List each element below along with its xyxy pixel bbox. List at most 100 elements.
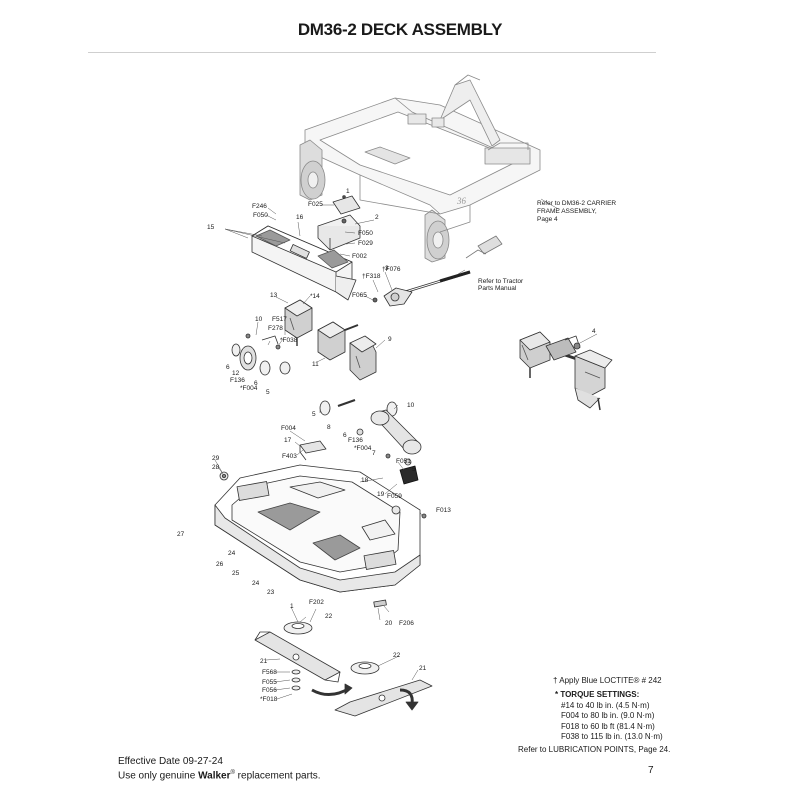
callout-f065: F065: [352, 292, 367, 299]
callout-f051: F051: [396, 458, 411, 465]
callout-f568: F568: [262, 669, 277, 676]
callout-6-left: 6: [226, 364, 230, 371]
gearbox-center-drawing: [317, 321, 377, 381]
carrier-frame-drawing: [299, 74, 541, 263]
callout-6-right: 6: [343, 432, 347, 439]
callout-5-right: 5: [412, 466, 416, 473]
callout-f013: F013: [436, 507, 451, 514]
callout-f278: F278: [268, 325, 283, 332]
genuine-prefix: Use only genuine: [118, 769, 199, 781]
frame-model-mark: 36: [456, 196, 467, 206]
callout-f038: *F038: [280, 337, 298, 344]
torque-heading: * TORQUE SETTINGS:: [555, 690, 640, 699]
genuine-suffix: replacement parts.: [234, 769, 321, 781]
mower-deck-drawing: [214, 464, 427, 608]
top-bracket-drawing: [317, 195, 361, 251]
ref-carrier-line3: Page 4: [537, 216, 558, 223]
callout-18: 18: [361, 477, 369, 484]
callout-19: 19: [377, 491, 385, 498]
callout-f206: F206: [399, 620, 414, 627]
ref-tractor-line2: Parts Manual: [478, 285, 517, 292]
callout-24-right: 24: [252, 580, 260, 587]
callout-15: 15: [207, 224, 215, 231]
callout-6-mid: 6: [254, 380, 258, 387]
callout-25: 25: [232, 570, 240, 577]
effective-date: Effective Date 09-27-24: [118, 756, 223, 767]
brand-name: Walker: [198, 769, 231, 781]
callout-21-right: 21: [419, 665, 427, 672]
callout-12: 12: [232, 370, 240, 377]
title-divider: [88, 52, 656, 53]
callout-f136-right: F136: [348, 437, 363, 444]
callout-22-right: 22: [393, 652, 401, 659]
callout-f517: F517: [272, 316, 287, 323]
callout-f025: F025: [308, 201, 323, 208]
callout-7: 7: [372, 450, 376, 457]
callout-2: 2: [375, 214, 379, 221]
torque-line-3: F018 to 60 lb ft (81.4 N·m): [561, 721, 655, 731]
callout-labels: 1 2 3 4 5 5 5 6 6 6 7 8 9 10 10 11 12 13…: [177, 188, 616, 703]
callout-f403: F403: [282, 453, 297, 460]
gearbox-assembly-drawing: [519, 331, 613, 411]
callout-24-left: 24: [228, 550, 236, 557]
callout-11: 11: [312, 361, 319, 368]
callout-28: 28: [212, 464, 220, 471]
callout-f059: F059: [387, 493, 402, 500]
torque-settings: * TORQUE SETTINGS: #14 to 40 lb in. (4.5…: [555, 690, 663, 743]
torque-line-1: #14 to 40 lb in. (4.5 N·m): [561, 700, 650, 710]
callout-26: 26: [216, 561, 224, 568]
callout-f050-right: F050: [358, 230, 373, 237]
torque-line-2: F004 to 80 lb in. (9.0 N·m): [561, 711, 655, 720]
callout-f055: F055: [262, 679, 277, 686]
deflector-bracket-drawing: [299, 440, 327, 461]
callout-f004-right: *F004: [354, 445, 372, 452]
callout-f018: *F018: [260, 696, 278, 703]
torque-line-4: F038 to 115 lb in. (13.0 N·m): [561, 732, 663, 741]
genuine-parts-notice: Use only genuine Walker® replacement par…: [118, 768, 321, 782]
lubrication-reference: Refer to LUBRICATION POINTS, Page 24.: [518, 745, 671, 754]
callout-f246: F246: [252, 203, 267, 210]
spindle-hub-left-drawing: [231, 333, 291, 376]
page-title: DM36-2 DECK ASSEMBLY: [297, 20, 503, 39]
blade-right-drawing: [334, 679, 433, 717]
callout-17: 17: [284, 437, 292, 444]
callout-23: 23: [267, 589, 275, 596]
callout-21-left: 21: [260, 658, 268, 665]
callout-22-left: 22: [325, 613, 333, 620]
blade-left-drawing: [254, 631, 353, 696]
page-number: 7: [648, 765, 654, 776]
callout-f050-left: F050: [253, 212, 268, 219]
callout-10-right: 10: [407, 402, 415, 409]
callout-9: 9: [388, 336, 392, 343]
callout-27: 27: [177, 531, 185, 538]
callout-f136-left: F136: [230, 377, 245, 384]
callout-f002: F002: [352, 253, 367, 260]
callout-f318: †F318: [362, 273, 381, 280]
callout-16: 16: [296, 214, 304, 221]
belt-cover-drawing: [251, 225, 357, 301]
callout-20: 20: [385, 620, 393, 627]
callout-f029: F029: [358, 240, 373, 247]
ref-tractor-line1: Refer to Tractor: [478, 278, 524, 285]
leader-lines: [214, 195, 598, 700]
callout-f202: F202: [309, 599, 324, 606]
ref-carrier-line2: FRAME ASSEMBLY,: [537, 208, 597, 215]
callout-f076: †F076: [382, 266, 401, 273]
callout-8: 8: [327, 424, 331, 431]
callout-29: 29: [212, 455, 220, 462]
callout-13: 13: [270, 292, 278, 299]
callout-3: 3: [385, 265, 389, 272]
callout-5-mid: 5: [312, 411, 316, 418]
footer: Effective Date 09-27-24 Use only genuine…: [118, 756, 321, 781]
spindle-shaft-drawing: [319, 398, 422, 485]
callout-f004-mid: F004: [281, 425, 296, 432]
drive-shaft-drawing: [372, 235, 503, 307]
ref-carrier-line1: Refer to DM36-2 CARRIER: [537, 200, 616, 207]
callout-4: 4: [592, 328, 596, 335]
loctite-note: † Apply Blue LOCTITE® # 242: [553, 676, 662, 685]
callout-f056: F056: [262, 687, 277, 694]
callout-f004-left: *F004: [240, 385, 258, 392]
callout-1: 1: [346, 188, 350, 195]
registered-mark: ®: [230, 769, 235, 776]
